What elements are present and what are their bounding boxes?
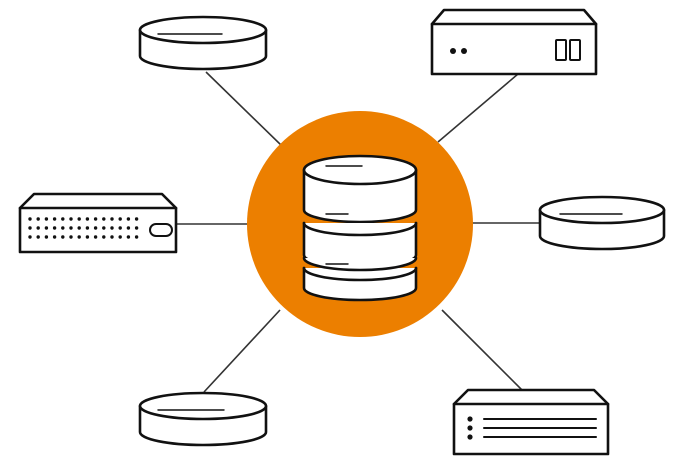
switch-port-dot [69,217,73,221]
server-appliance-icon [430,8,598,76]
switch-port-dot [52,217,57,221]
switch-port-dot [28,217,32,221]
switch-port-dot [102,217,106,221]
switch-port-dot [61,226,65,230]
disk-drive-icon [138,391,268,447]
switch-port-dot [85,235,90,239]
switch-port-dot [93,235,98,239]
switch-port-dot [52,235,57,239]
switch-port-dot [28,235,32,239]
switch-port-dot [77,226,81,230]
switch-port-dot [110,226,114,230]
switch-port-dot [126,217,131,221]
switch-port-dot [110,235,114,239]
switch-port-dot [85,217,90,221]
connector-bottom-right [441,309,527,395]
database-stack-icon [302,154,418,302]
switch-port-dot [134,235,139,239]
switch-port-dot [102,226,106,230]
network-switch-icon [18,192,178,254]
switch-port-dot [118,226,122,230]
central-hub [247,111,473,337]
switch-port-dot [93,226,98,230]
switch-port-dot [126,235,131,239]
disk-drive-icon [538,195,666,251]
switch-port-dot [134,226,139,230]
switch-port-dot [36,235,40,239]
connector-top-right [437,73,519,143]
switch-port-dot [44,235,49,239]
switch-port-dot [61,235,65,239]
switch-port-dot [44,226,49,230]
switch-port-dot [118,217,122,221]
switch-port-dot [36,217,40,221]
switch-port-dot [52,226,57,230]
switch-port-dot [44,217,49,221]
switch-port-dot [69,226,73,230]
switch-port-dot [102,235,106,239]
connector-bottom-left [203,309,281,393]
switch-port-dot [93,217,98,221]
disk-drive-icon [138,15,268,71]
switch-port-dot [134,217,139,221]
switch-port-dot [36,226,40,230]
connector-top-left [205,71,283,147]
switch-port-dot [28,226,32,230]
switch-port-dot [110,217,114,221]
switch-port-dot [77,217,81,221]
connectors [176,71,540,395]
rack-server-icon [452,388,610,456]
switch-port-dot [118,235,122,239]
switch-port-dot [85,226,90,230]
switch-port-dot [77,235,81,239]
switch-port-dot [126,226,131,230]
switch-port-dot [61,217,65,221]
switch-port-dot [69,235,73,239]
